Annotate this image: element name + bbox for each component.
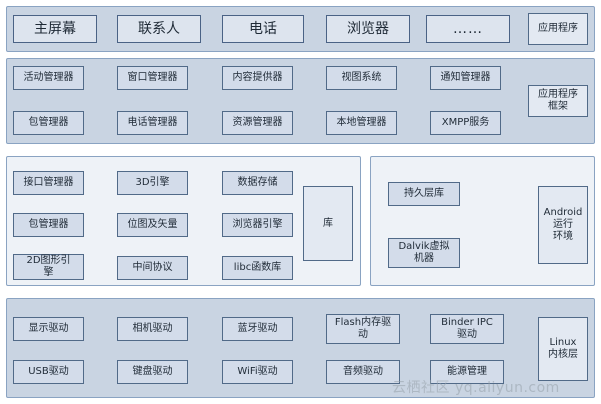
- app-contacts: 联系人: [117, 15, 201, 43]
- framework-xmpp-service: XMPP服务: [430, 111, 501, 135]
- framework-content-provider: 内容提供器: [222, 66, 293, 90]
- kernel-audio-driver: 音频驱动: [326, 360, 400, 384]
- framework-window-manager: 窗口管理器: [117, 66, 188, 90]
- framework-view-system: 视图系统: [326, 66, 397, 90]
- lib-data-storage: 数据存储: [222, 171, 293, 195]
- lib-browser-engine: 浏览器引擎: [222, 213, 293, 237]
- framework-label: 应用程序 框架: [528, 85, 588, 117]
- runtime-dalvik-vm: Dalvik虚拟 机器: [388, 238, 460, 268]
- lib-package-manager: 包管理器: [13, 213, 84, 237]
- lib-2d-graphics-engine: 2D图形引 擎: [13, 254, 84, 280]
- lib-3d-engine: 3D引擎: [117, 171, 188, 195]
- kernel-wifi-driver: WiFi驱动: [222, 360, 293, 384]
- kernel-keyboard-driver: 键盘驱动: [117, 360, 188, 384]
- kernel-usb-driver: USB驱动: [13, 360, 84, 384]
- kernel-display-driver: 显示驱动: [13, 317, 84, 341]
- kernel-label: Linux 内核层: [538, 317, 588, 381]
- libraries-label: 库: [303, 186, 353, 261]
- framework-resource-manager: 资源管理器: [222, 111, 293, 135]
- framework-notification-manager: 通知管理器: [430, 66, 501, 90]
- framework-local-manager: 本地管理器: [326, 111, 397, 135]
- lib-surface-manager: 接口管理器: [13, 171, 84, 195]
- kernel-camera-driver: 相机驱动: [117, 317, 188, 341]
- applications-label: 应用程序: [528, 13, 588, 45]
- lib-bitmap-vector: 位图及矢量: [117, 213, 188, 237]
- kernel-layer: [6, 298, 595, 398]
- runtime-label: Android 运行 环境: [538, 186, 588, 264]
- lib-libc: libc函数库: [222, 256, 293, 280]
- framework-layer: [6, 58, 595, 144]
- framework-package-manager: 包管理器: [13, 111, 84, 135]
- framework-telephony-manager: 电话管理器: [117, 111, 188, 135]
- kernel-power-management: 能源管理: [430, 360, 504, 384]
- app-phone: 电话: [222, 15, 304, 43]
- runtime-core-libraries: 持久层库: [388, 182, 460, 206]
- lib-middleware-protocol: 中间协议: [117, 256, 188, 280]
- kernel-bluetooth-driver: 蓝牙驱动: [222, 317, 293, 341]
- kernel-flash-memory-driver: Flash内存驱 动: [326, 314, 400, 344]
- app-more: ……: [426, 15, 510, 43]
- kernel-binder-ipc-driver: Binder IPC 驱动: [430, 314, 504, 344]
- framework-activity-manager: 活动管理器: [13, 66, 84, 90]
- app-home-screen: 主屏幕: [13, 15, 97, 43]
- app-browser: 浏览器: [326, 15, 410, 43]
